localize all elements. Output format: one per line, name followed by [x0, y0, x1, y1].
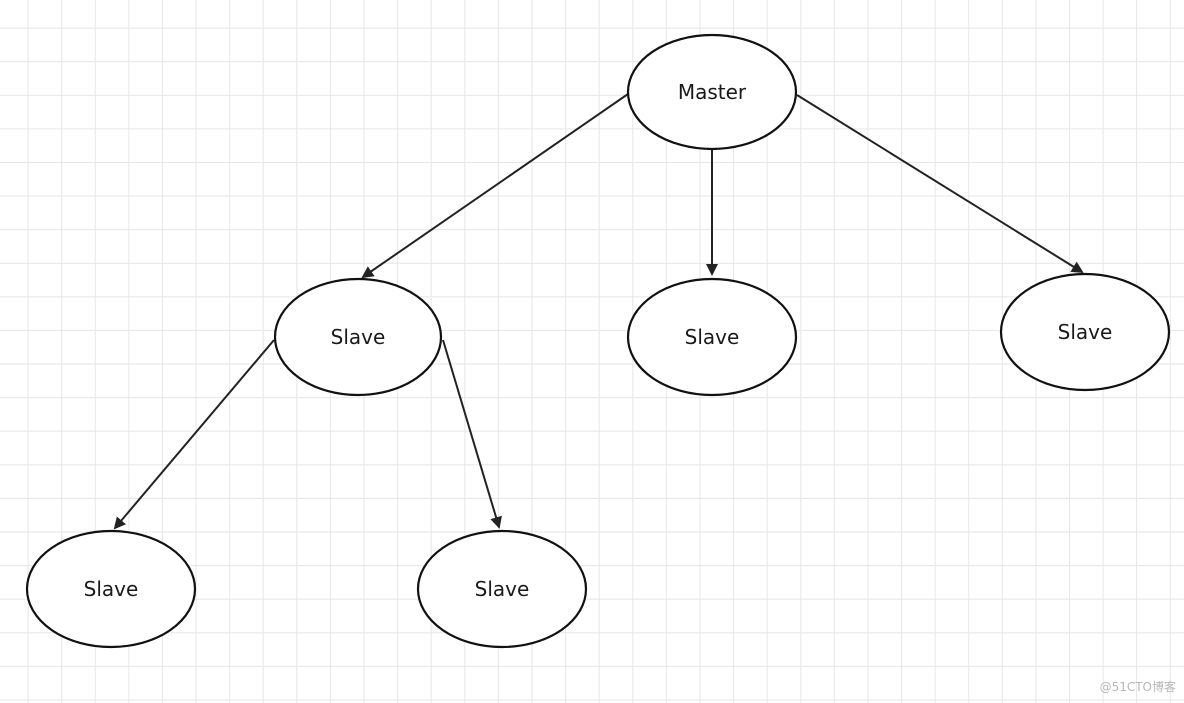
node-slave-3: Slave: [999, 272, 1171, 392]
edges-layer: [113, 93, 1084, 530]
node-ellipse-slave-4: [25, 529, 197, 649]
node-label-slave-2: Slave: [685, 325, 740, 349]
node-label-slave-5: Slave: [475, 577, 530, 601]
arrow-master-to-slave-1: [361, 93, 629, 279]
node-ellipse-slave-1: [273, 277, 443, 397]
node-label-slave-4: Slave: [84, 577, 139, 601]
node-label-slave-1: Slave: [331, 325, 386, 349]
arrow-slave-1-to-slave-4: [113, 339, 275, 530]
node-label-master: Master: [678, 80, 747, 104]
node-ellipse-slave-3: [999, 272, 1171, 392]
node-master: Master: [626, 33, 798, 151]
node-label-slave-3: Slave: [1058, 320, 1113, 344]
node-slave-4: Slave: [25, 529, 197, 649]
node-ellipse-slave-2: [626, 277, 798, 397]
node-ellipse-master: [626, 33, 798, 151]
node-slave-1: Slave: [273, 277, 443, 397]
node-slave-2: Slave: [626, 277, 798, 397]
node-ellipse-slave-5: [416, 529, 588, 649]
node-slave-5: Slave: [416, 529, 588, 649]
watermark-text: @51CTO博客: [1099, 680, 1176, 694]
arrow-master-to-slave-3: [796, 94, 1084, 274]
arrow-slave-1-to-slave-5: [442, 339, 502, 529]
